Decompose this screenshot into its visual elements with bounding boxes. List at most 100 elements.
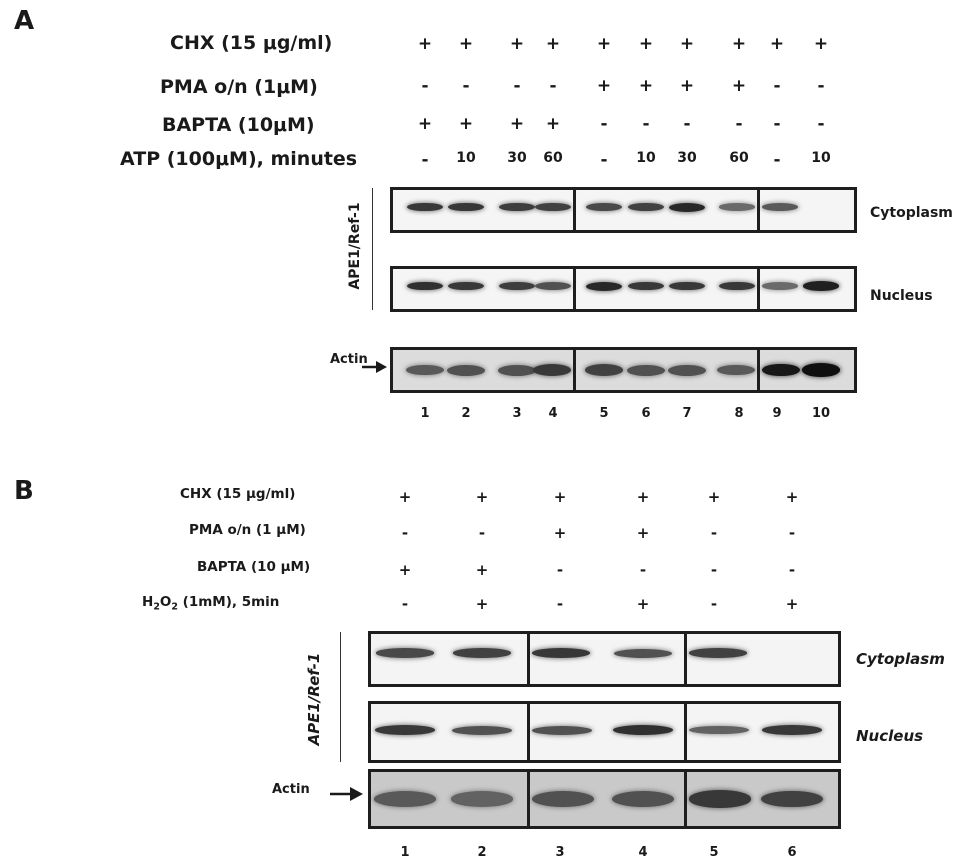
panel-a-cell-r4-lane4: 60 bbox=[543, 150, 563, 166]
panel-a-cell-r3-lane1: + bbox=[417, 114, 433, 134]
panel-b-cytoplasm-band-lane-2 bbox=[453, 648, 511, 658]
panel-a-cell-r4-lane3: 30 bbox=[507, 150, 527, 166]
panel-a-row-label-chx: CHX (15 μg/ml) bbox=[170, 32, 333, 54]
panel-b-lane-number-5: 5 bbox=[709, 845, 719, 860]
panel-a-actin-band-lane-4 bbox=[533, 364, 571, 376]
panel-a-cytoplasm-band-lane-6 bbox=[628, 202, 664, 212]
panel-a-cell-r4-lane10: 10 bbox=[811, 150, 831, 166]
panel-b-actin-label: Actin bbox=[272, 782, 310, 797]
panel-a-cell-r1-lane6: + bbox=[638, 34, 654, 54]
panel-a-actin-band-lane-2 bbox=[447, 364, 485, 376]
panel-b-cell-r2-lane3: + bbox=[553, 524, 567, 542]
panel-a-cytoplasm-band-lane-3 bbox=[499, 202, 535, 212]
panel-a-nucleus-band-lane-2 bbox=[448, 281, 484, 291]
panel-a-nucleus-band-lane-3 bbox=[499, 281, 535, 291]
panel-b-cytoplasm-blot-3 bbox=[684, 631, 841, 687]
panel-b-cell-r3-lane5: - bbox=[710, 561, 718, 579]
panel-b-cell-r1-lane6: + bbox=[785, 488, 799, 506]
panel-a-cell-r3-lane8: - bbox=[735, 114, 743, 134]
panel-b-cell-r3-lane4: - bbox=[639, 561, 647, 579]
panel-a-actin-blot-1 bbox=[390, 347, 576, 393]
panel-a-cytoplasm-blot-2 bbox=[573, 187, 760, 233]
panel-a-cell-r4-lane7: 30 bbox=[677, 150, 697, 166]
panel-b-nucleus-band-lane-3 bbox=[532, 725, 592, 735]
panel-b-cytoplasm-band-lane-4 bbox=[614, 648, 672, 658]
panel-a-cytoplasm-band-lane-9 bbox=[762, 203, 798, 211]
panel-b-cell-r4-lane2: + bbox=[475, 595, 489, 613]
panel-b-nucleus-blot-2 bbox=[527, 701, 687, 763]
panel-a-cell-r2-lane9: - bbox=[773, 76, 781, 96]
panel-b-cell-r1-lane2: + bbox=[475, 488, 489, 506]
panel-a-cell-r2-lane1: - bbox=[421, 76, 429, 96]
panel-b-cell-r4-lane4: + bbox=[636, 595, 650, 613]
panel-b-cell-r4-lane5: - bbox=[710, 595, 718, 613]
panel-a-cell-r1-lane3: + bbox=[509, 34, 525, 54]
panel-b-row-label-chx: CHX (15 μg/ml) bbox=[180, 486, 296, 502]
panel-a-nucleus-band-lane-1 bbox=[407, 281, 443, 291]
panel-b-lane-number-2: 2 bbox=[477, 845, 487, 860]
panel-b-actin-band-lane-2 bbox=[451, 791, 513, 807]
panel-a-nucleus-band-lane-5 bbox=[586, 281, 622, 291]
panel-a-lane-number-4: 4 bbox=[548, 406, 558, 421]
panel-a-bracket-line bbox=[372, 188, 373, 310]
panel-b-nucleus-band-lane-1 bbox=[375, 725, 435, 735]
panel-a-row-label-pma: PMA o/n (1μM) bbox=[160, 76, 318, 98]
panel-a-cell-r2-lane2: - bbox=[462, 76, 470, 96]
panel-a-cell-r2-lane6: + bbox=[638, 76, 654, 96]
panel-a-actin-arrow-icon bbox=[362, 361, 387, 373]
panel-b-lane-number-6: 6 bbox=[787, 845, 797, 860]
panel-a-cell-r2-lane10: - bbox=[817, 76, 825, 96]
panel-a-cell-r3-lane4: + bbox=[545, 114, 561, 134]
panel-a-cell-r1-lane8: + bbox=[731, 34, 747, 54]
panel-a-lane-number-1: 1 bbox=[420, 406, 430, 421]
panel-a-cell-r3-lane6: - bbox=[642, 114, 650, 134]
panel-b-actin-band-lane-3 bbox=[532, 791, 594, 807]
panel-a-cell-r1-lane4: + bbox=[545, 34, 561, 54]
panel-a-cell-r1-lane2: + bbox=[458, 34, 474, 54]
panel-a-cell-r4-lane5: - bbox=[600, 150, 608, 170]
panel-b-cell-r1-lane3: + bbox=[553, 488, 567, 506]
panel-a-cytoplasm-band-lane-8 bbox=[719, 203, 755, 211]
panel-a-cell-r2-lane4: - bbox=[549, 76, 557, 96]
panel-b-row-label-bapta: BAPTA (10 μM) bbox=[197, 559, 311, 575]
panel-b-vertical-label: APE1/Ref-1 bbox=[305, 652, 323, 746]
panel-b-actin-band-lane-6 bbox=[761, 790, 823, 808]
panel-a-nucleus-band-lane-4 bbox=[535, 282, 571, 290]
panel-b-cell-r3-lane1: + bbox=[398, 561, 412, 579]
panel-b-actin-arrow-icon bbox=[330, 787, 363, 801]
panel-b-bracket-line bbox=[340, 632, 341, 762]
panel-b-cell-r3-lane3: - bbox=[556, 561, 564, 579]
panel-a-letter: A bbox=[14, 6, 35, 36]
panel-b-cell-r4-lane1: - bbox=[401, 595, 409, 613]
panel-a-row-label-atp: ATP (100μM), minutes bbox=[120, 148, 358, 170]
panel-b-cytoplasm-band-lane-1 bbox=[376, 648, 434, 658]
panel-a-nucleus-band-lane-10 bbox=[803, 281, 839, 291]
panel-a-row-label-bapta: BAPTA (10μM) bbox=[162, 114, 315, 136]
panel-a-actin-band-lane-10 bbox=[802, 363, 840, 377]
panel-a-cytoplasm-band-lane-5 bbox=[586, 202, 622, 212]
panel-a-cell-r1-lane1: + bbox=[417, 34, 433, 54]
panel-a-cytoplasm-band-lane-7 bbox=[669, 202, 705, 212]
panel-a-nucleus-blot-2 bbox=[573, 266, 760, 312]
panel-b-cell-r2-lane6: - bbox=[788, 524, 796, 542]
panel-b-row-label-pma: PMA o/n (1 μM) bbox=[189, 522, 306, 538]
panel-b-actin-blot-1 bbox=[368, 769, 530, 829]
panel-a-vertical-label: APE1/Ref-1 bbox=[347, 202, 363, 290]
panel-b-cell-r4-lane3: - bbox=[556, 595, 564, 613]
panel-a-actin-label: Actin bbox=[330, 352, 368, 367]
panel-b-actin-band-lane-4 bbox=[612, 791, 674, 807]
panel-a-cell-r3-lane7: - bbox=[683, 114, 691, 134]
panel-b-nucleus-blot-3 bbox=[684, 701, 841, 763]
panel-a-cell-r4-lane1: - bbox=[421, 150, 429, 170]
panel-b-lane-number-4: 4 bbox=[638, 845, 648, 860]
panel-a-cell-r2-lane7: + bbox=[679, 76, 695, 96]
panel-a-cytoplasm-label: Cytoplasm bbox=[870, 205, 953, 221]
panel-a-cytoplasm-band-lane-1 bbox=[407, 202, 443, 212]
panel-b-cell-r3-lane6: - bbox=[788, 561, 796, 579]
panel-a-actin-band-lane-8 bbox=[717, 364, 755, 376]
panel-a-actin-band-lane-7 bbox=[668, 364, 706, 376]
panel-b-cell-r2-lane2: - bbox=[478, 524, 486, 542]
panel-a-cell-r3-lane5: - bbox=[600, 114, 608, 134]
panel-b-cell-r4-lane6: + bbox=[785, 595, 799, 613]
panel-b-cytoplasm-band-lane-5 bbox=[689, 648, 747, 658]
